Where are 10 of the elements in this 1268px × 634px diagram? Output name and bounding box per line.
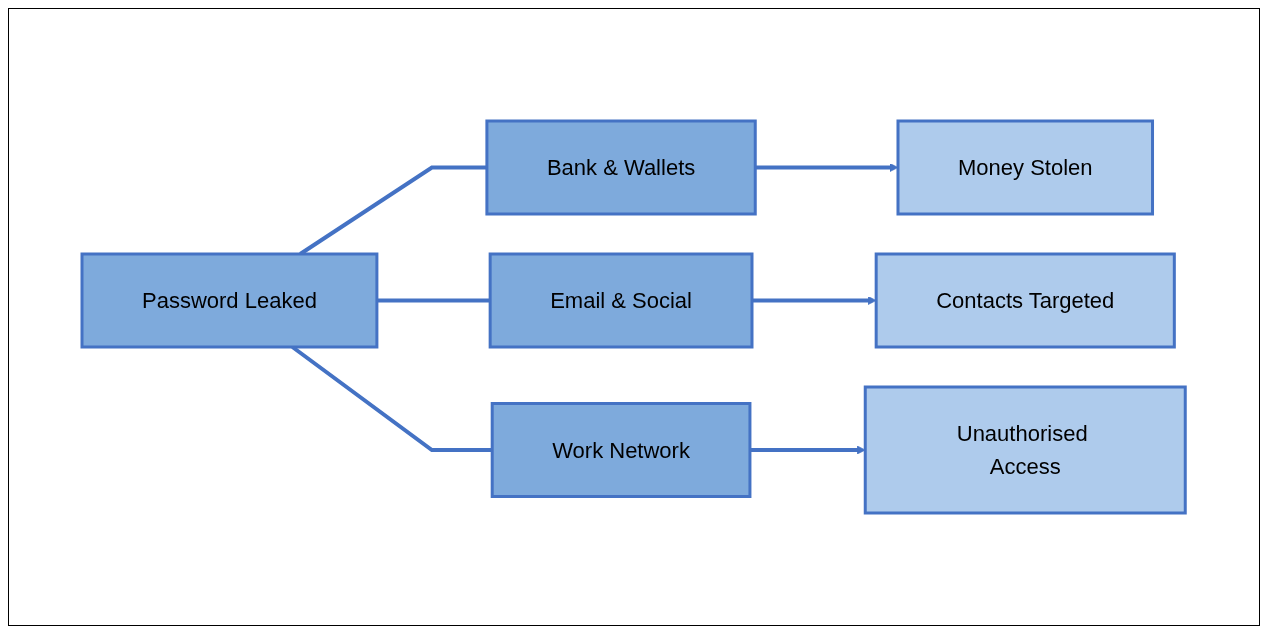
connector (377, 298, 491, 303)
node-box: Email & Social (489, 252, 754, 349)
node-box: Work Network (491, 402, 752, 498)
node-box: Contacts Targeted (875, 252, 1177, 349)
node-box: Password Leaked (80, 252, 379, 349)
arrow (755, 163, 899, 172)
node-box: Money Stolen (896, 119, 1155, 216)
arrow (752, 296, 877, 305)
node-box: Unauthorised Access (864, 385, 1188, 515)
node-box: Bank & Wallets (485, 119, 758, 216)
